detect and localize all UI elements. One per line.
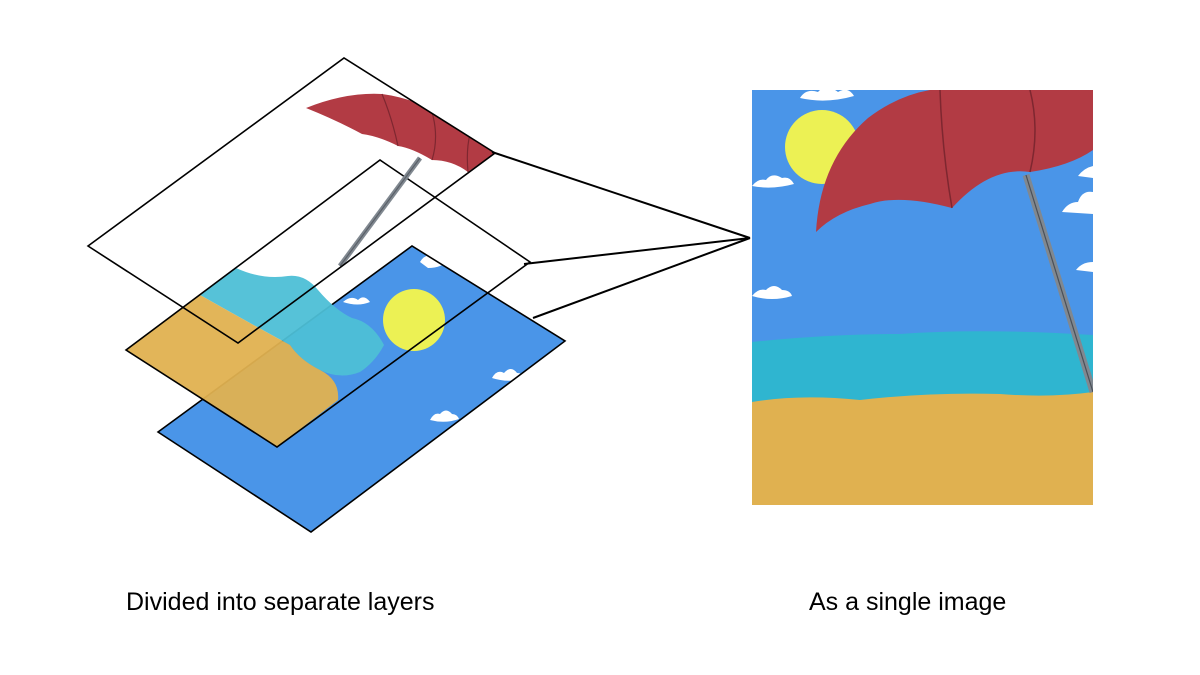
sea: [200, 268, 384, 376]
projection-line: [532, 237, 751, 319]
cloud: [752, 175, 794, 188]
sand: [126, 295, 339, 447]
cloud: [430, 410, 459, 422]
final-umbrella-canopy: [816, 90, 1093, 232]
caption-separate-layers: Divided into separate layers: [126, 588, 435, 616]
umbrella-canopy: [306, 93, 495, 172]
final-sand: [752, 392, 1093, 505]
sky-fill: [158, 246, 565, 532]
beach-layer: [124, 159, 532, 448]
projection-line: [523, 237, 751, 265]
cloud: [1062, 191, 1093, 214]
cloud: [800, 90, 854, 101]
umbrella-pole-shade: [339, 157, 421, 267]
cloud: [1076, 262, 1093, 272]
cloud: [752, 286, 792, 299]
single-image: [752, 90, 1093, 505]
projection-lines: [491, 151, 751, 319]
beach-layer-outline: [124, 159, 532, 448]
projection-line: [491, 151, 751, 239]
umbrella-layer: [86, 57, 497, 344]
final-clouds: [752, 90, 1093, 299]
final-umbrella-ribs: [939, 90, 1036, 209]
cloud: [1078, 166, 1093, 178]
caption-single-image: As a single image: [809, 588, 1007, 616]
final-umbrella-pole-shade: [1025, 174, 1093, 393]
final-sea: [752, 331, 1093, 405]
cloud: [343, 297, 370, 305]
